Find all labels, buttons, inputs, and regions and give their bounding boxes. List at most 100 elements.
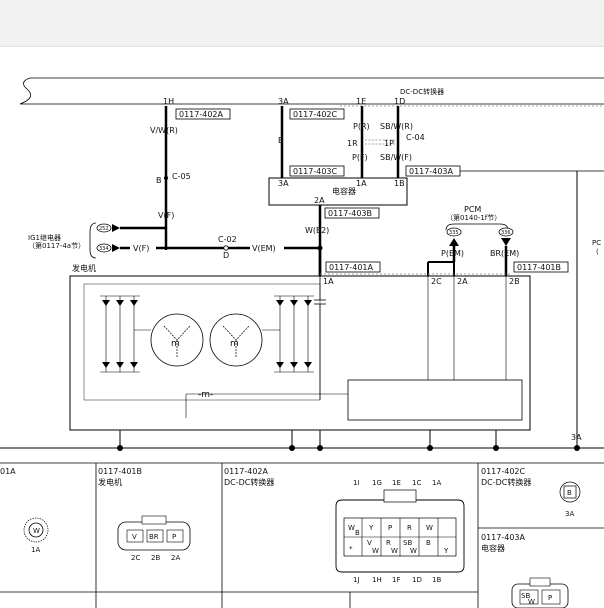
panel-3-bot-3: 1F bbox=[392, 576, 400, 584]
panel-1-pin-shape bbox=[28, 522, 44, 538]
connector-c02: C-02 bbox=[218, 235, 237, 244]
pcm-arrow-right bbox=[501, 238, 511, 246]
panel-3-r2-sub-4: Y bbox=[443, 547, 449, 555]
generator-pin-1A: 1A bbox=[323, 277, 334, 286]
panel-2-pin-2: BR bbox=[149, 533, 159, 541]
panel-3-top-2: 1G bbox=[372, 479, 382, 487]
connector-tag-402C bbox=[289, 108, 345, 120]
capacitor-box bbox=[268, 177, 408, 206]
connector-tag-403C bbox=[289, 165, 345, 177]
panel-3-r1-6: W bbox=[426, 524, 433, 532]
ig1-bracket bbox=[89, 222, 97, 259]
panel-3-r1-5: R bbox=[407, 524, 412, 532]
wire-label-sbwf: SB/W(F) bbox=[380, 153, 412, 162]
connector-tag-401B bbox=[513, 261, 569, 273]
panel-3-top-3: 1E bbox=[392, 479, 401, 487]
wire-label-vem: V(EM) bbox=[252, 244, 276, 253]
panel-4-code: 0117-402C bbox=[481, 467, 526, 476]
pin-1R: 1R bbox=[347, 139, 358, 148]
wire-label-pr: P(R) bbox=[353, 122, 370, 131]
panel-3-r1-1: W bbox=[348, 524, 355, 532]
panel-2-pin-1: V bbox=[132, 533, 137, 541]
pin-1H: 1H bbox=[163, 97, 174, 106]
ig1-pin1: 252 bbox=[99, 226, 109, 232]
connector-tag-403B bbox=[324, 207, 380, 219]
panel-3-r2-sub-2: W bbox=[391, 547, 398, 555]
panel-2-num-3: 2A bbox=[171, 554, 180, 562]
panel-3-r1-4: P bbox=[388, 524, 392, 532]
pin-1D: 1D bbox=[394, 97, 405, 106]
connector-c04: C-04 bbox=[406, 133, 425, 142]
wire-label-vf-top: V(F) bbox=[158, 211, 174, 220]
ig1-ref: （第0117-4a节） bbox=[28, 241, 85, 250]
panel-3-bot-4: 1D bbox=[412, 576, 422, 584]
panel-3-r2-3: R bbox=[386, 539, 391, 547]
panel-4-pin-num: 3A bbox=[565, 510, 574, 518]
panel-2-name: 发电机 bbox=[98, 477, 122, 487]
wire-label-vf-left: V(F) bbox=[133, 244, 149, 253]
ground-dot-4 bbox=[427, 445, 433, 451]
pin-1P: 1P bbox=[384, 139, 394, 148]
panel-3-top-5: 1A bbox=[432, 479, 441, 487]
wire-label-b-left: B bbox=[156, 176, 162, 185]
generator-box bbox=[69, 275, 531, 431]
generator-label: 发电机 bbox=[72, 263, 96, 273]
connector-tag-402A bbox=[175, 108, 231, 120]
svg-text:m: m bbox=[230, 339, 239, 349]
panel-3-r2-1: * bbox=[349, 545, 353, 553]
panel-5-pin-1: SB bbox=[521, 592, 530, 600]
pcm-pin-right-bubble bbox=[498, 227, 514, 237]
pcm-title: PCM bbox=[464, 205, 481, 214]
panel-2-pin-3: P bbox=[172, 533, 176, 541]
connector-401A-label: 0117-401A bbox=[329, 263, 374, 272]
wire-label-we2: W(E2) bbox=[305, 226, 329, 235]
panel-3-bot-1: 1J bbox=[353, 576, 360, 584]
pcm-edge2: ( bbox=[596, 248, 599, 256]
panel-2-latch bbox=[141, 515, 167, 525]
generator-internals: m m -m- bbox=[83, 276, 523, 421]
ig1-pin1-bubble bbox=[96, 223, 112, 233]
ground-dot-5 bbox=[493, 445, 499, 451]
generator-pin-2C: 2C bbox=[431, 277, 442, 286]
panel-1-code: 01A bbox=[0, 467, 16, 476]
capacitor-pin-3A: 3A bbox=[278, 179, 289, 188]
panel-3-top-1: 1I bbox=[353, 479, 360, 487]
panel-4-outline bbox=[559, 481, 581, 503]
panel-5-pin-2: P bbox=[548, 594, 552, 602]
panel-2-pin-box-1 bbox=[126, 529, 144, 543]
connector-tag-401A bbox=[325, 261, 381, 273]
generator-pin-2B: 2B bbox=[509, 277, 520, 286]
connector-403A-label: 0117-403A bbox=[409, 167, 454, 176]
pcm-edge: PC bbox=[592, 239, 601, 247]
capacitor-pin-1A: 1A bbox=[356, 179, 367, 188]
ground-dot-2 bbox=[289, 445, 295, 451]
panel-2-pin-box-2 bbox=[146, 529, 164, 543]
panel-3-name: DC-DC转换器 bbox=[224, 477, 274, 487]
ground-dot-6 bbox=[574, 445, 580, 451]
ig1-title: IG1继电器 bbox=[28, 233, 61, 242]
connector-402C-label: 0117-402C bbox=[293, 110, 338, 119]
connector-403C-label: 0117-403C bbox=[293, 167, 338, 176]
panel-3-r2-sub-3: W bbox=[410, 547, 417, 555]
ig1-arrow-1 bbox=[112, 224, 120, 232]
capacitor-pin-2A: 2A bbox=[314, 196, 325, 205]
ig1-arrow-2 bbox=[112, 244, 120, 252]
pcm-pin-left: 335 bbox=[449, 230, 459, 236]
dcdc-title: DC-DC转换器 bbox=[400, 87, 444, 96]
connector-d: D bbox=[223, 251, 229, 260]
panel-5-code: 0117-403A bbox=[481, 533, 526, 542]
pcm-pin-left-bubble bbox=[446, 227, 462, 237]
connector-c05: C-05 bbox=[172, 172, 191, 181]
panel-3-r2-2: V bbox=[367, 539, 372, 547]
connector-402A-label: 0117-402A bbox=[179, 110, 224, 119]
splice-c02 bbox=[223, 245, 229, 251]
capacitor-pin-1B: 1B bbox=[394, 179, 405, 188]
connector-401B-label: 0117-401B bbox=[517, 263, 561, 272]
pin-3A-top: 3A bbox=[278, 97, 289, 106]
panel-2-pin-box-3 bbox=[166, 529, 184, 543]
top-bar bbox=[0, 0, 604, 47]
panel-3-r1-2: B bbox=[355, 529, 360, 537]
pcm-ref: （第0140-1f节） bbox=[446, 213, 501, 222]
panel-3-pin-grid-lines bbox=[361, 518, 439, 556]
